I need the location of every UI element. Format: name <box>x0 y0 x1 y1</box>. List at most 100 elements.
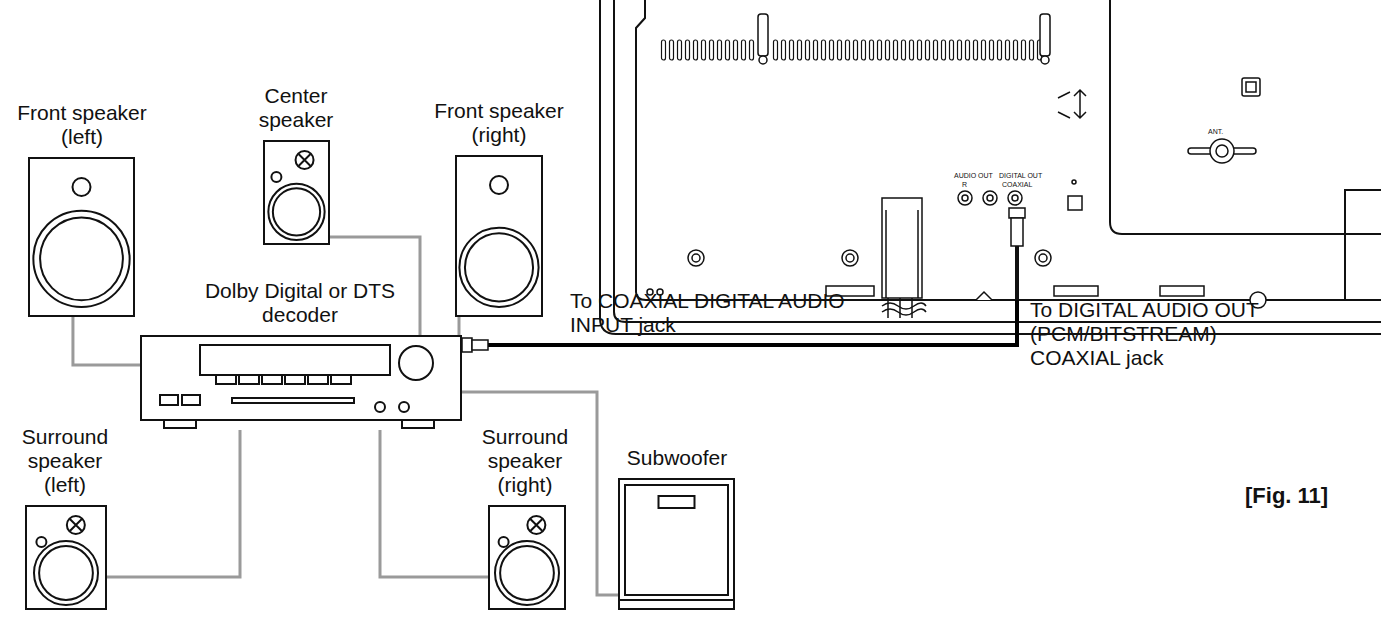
speaker-heading: Front speaker (right) <box>414 99 584 147</box>
woofer <box>268 184 324 240</box>
component-label: Surround speaker (right) <box>470 425 580 497</box>
speaker-wire <box>458 317 461 335</box>
tweeter-cross <box>299 154 311 166</box>
surround-speaker: Surround speaker (left) <box>10 425 120 610</box>
jack-label: COAXIAL <box>1002 181 1032 189</box>
port <box>499 537 509 547</box>
power-cord <box>886 210 918 298</box>
small-outline <box>264 141 329 244</box>
screw-holes <box>692 254 700 262</box>
antenna-connector <box>1210 139 1234 163</box>
speaker-heading: Surround speaker (left) <box>10 425 120 497</box>
sub-front <box>625 485 728 595</box>
rca-jacks <box>1072 180 1076 184</box>
woofer-cone <box>40 217 123 300</box>
vent-slots <box>660 38 1044 64</box>
rca-jacks <box>1008 191 1022 205</box>
rear-symbols <box>1242 78 1260 96</box>
jack-label: R <box>962 181 967 189</box>
woofer <box>495 541 559 605</box>
tweeter-cross <box>70 519 82 531</box>
rca-jacks <box>958 191 972 205</box>
bottom-clips <box>1160 286 1204 296</box>
receiver-body <box>141 336 461 420</box>
tv-housing <box>1345 190 1381 300</box>
mounting-posts <box>759 56 767 64</box>
tv-shape <box>600 0 1381 300</box>
front-outline <box>456 156 542 316</box>
connection-note: To DIGITAL AUDIO OUT (PCM/BITSTREAM) COA… <box>1030 298 1295 370</box>
button <box>308 375 328 384</box>
bottom-clips <box>1054 286 1098 296</box>
coaxial-plug <box>462 338 472 352</box>
screw-holes <box>688 250 704 266</box>
sub-slot <box>659 496 695 508</box>
sub-base <box>619 599 734 601</box>
woofer-cone <box>273 188 320 235</box>
mounting-posts <box>758 14 1050 64</box>
surround-speaker: Surround speaker (right) <box>470 425 580 610</box>
front-speaker: Front speaker (right) <box>414 99 584 317</box>
figure-number: [Fig. 11] <box>1245 484 1355 508</box>
jack-label: AUDIO OUT <box>954 172 993 180</box>
coaxial-plug <box>1015 246 1019 300</box>
speaker-cabinet <box>264 141 329 244</box>
rca-jacks <box>1068 196 1082 210</box>
connection-note: To COAXIAL DIGITAL AUDIO INPUT jack <box>570 289 860 337</box>
tv-housing <box>614 0 1381 322</box>
small-outline <box>489 506 565 609</box>
power-cord <box>882 198 926 318</box>
vent-slots <box>772 38 1044 64</box>
button <box>239 375 259 384</box>
woofer-cone <box>39 546 93 600</box>
woofer-cone <box>500 546 554 600</box>
subwoofer: Subwoofer <box>612 446 742 610</box>
button <box>160 395 178 405</box>
decoder-receiver-shape <box>140 335 462 430</box>
woofer <box>33 211 129 307</box>
speaker-cabinet <box>456 156 542 316</box>
small-outline <box>26 506 106 609</box>
bottom-clips <box>976 292 992 300</box>
tweeter <box>527 516 545 534</box>
screw-holes <box>846 254 854 262</box>
rear-symbols <box>1246 82 1256 92</box>
speaker-heading: Dolby Digital or DTS decoder <box>185 279 415 327</box>
button <box>216 375 236 384</box>
sub-cabinet <box>619 479 734 609</box>
center-speaker: Center speaker <box>246 84 346 245</box>
speaker-cabinet <box>489 506 565 609</box>
tweeter <box>67 516 85 534</box>
coaxial-plug <box>472 340 488 350</box>
antenna-connector <box>1216 145 1228 157</box>
rear-symbols <box>1074 90 1086 118</box>
component-label: Subwoofer <box>612 446 742 470</box>
mounting-posts <box>1040 14 1050 56</box>
component-label: Front speaker (right) <box>414 99 584 147</box>
coaxial-plug <box>462 208 1025 352</box>
speaker-heading: Front speaker (left) <box>0 101 167 149</box>
mounting-posts <box>758 14 768 56</box>
speaker-wire <box>107 430 240 577</box>
rear-symbols <box>1058 78 1260 118</box>
surround-speaker-shape <box>25 505 107 610</box>
speaker-cabinet <box>26 506 106 609</box>
slot <box>232 398 354 403</box>
jack-label: ANT. <box>1208 128 1223 136</box>
component-label: Dolby Digital or DTS decoder <box>185 279 415 327</box>
decoder-receiver: Dolby Digital or DTS decoder <box>140 279 462 430</box>
component-label: Center speaker <box>246 84 346 132</box>
port <box>36 537 46 547</box>
component-label: Surround speaker (left) <box>10 425 120 497</box>
button <box>182 395 200 405</box>
tweeter-cross <box>530 519 542 531</box>
power-cord <box>882 198 922 298</box>
woofer <box>459 228 538 307</box>
speaker-wire <box>73 317 140 365</box>
foot <box>164 420 196 428</box>
recv-outline <box>141 336 461 428</box>
front-speaker-shape <box>28 157 135 317</box>
speaker-cabinet <box>29 158 134 316</box>
tv-housing <box>636 0 1381 300</box>
